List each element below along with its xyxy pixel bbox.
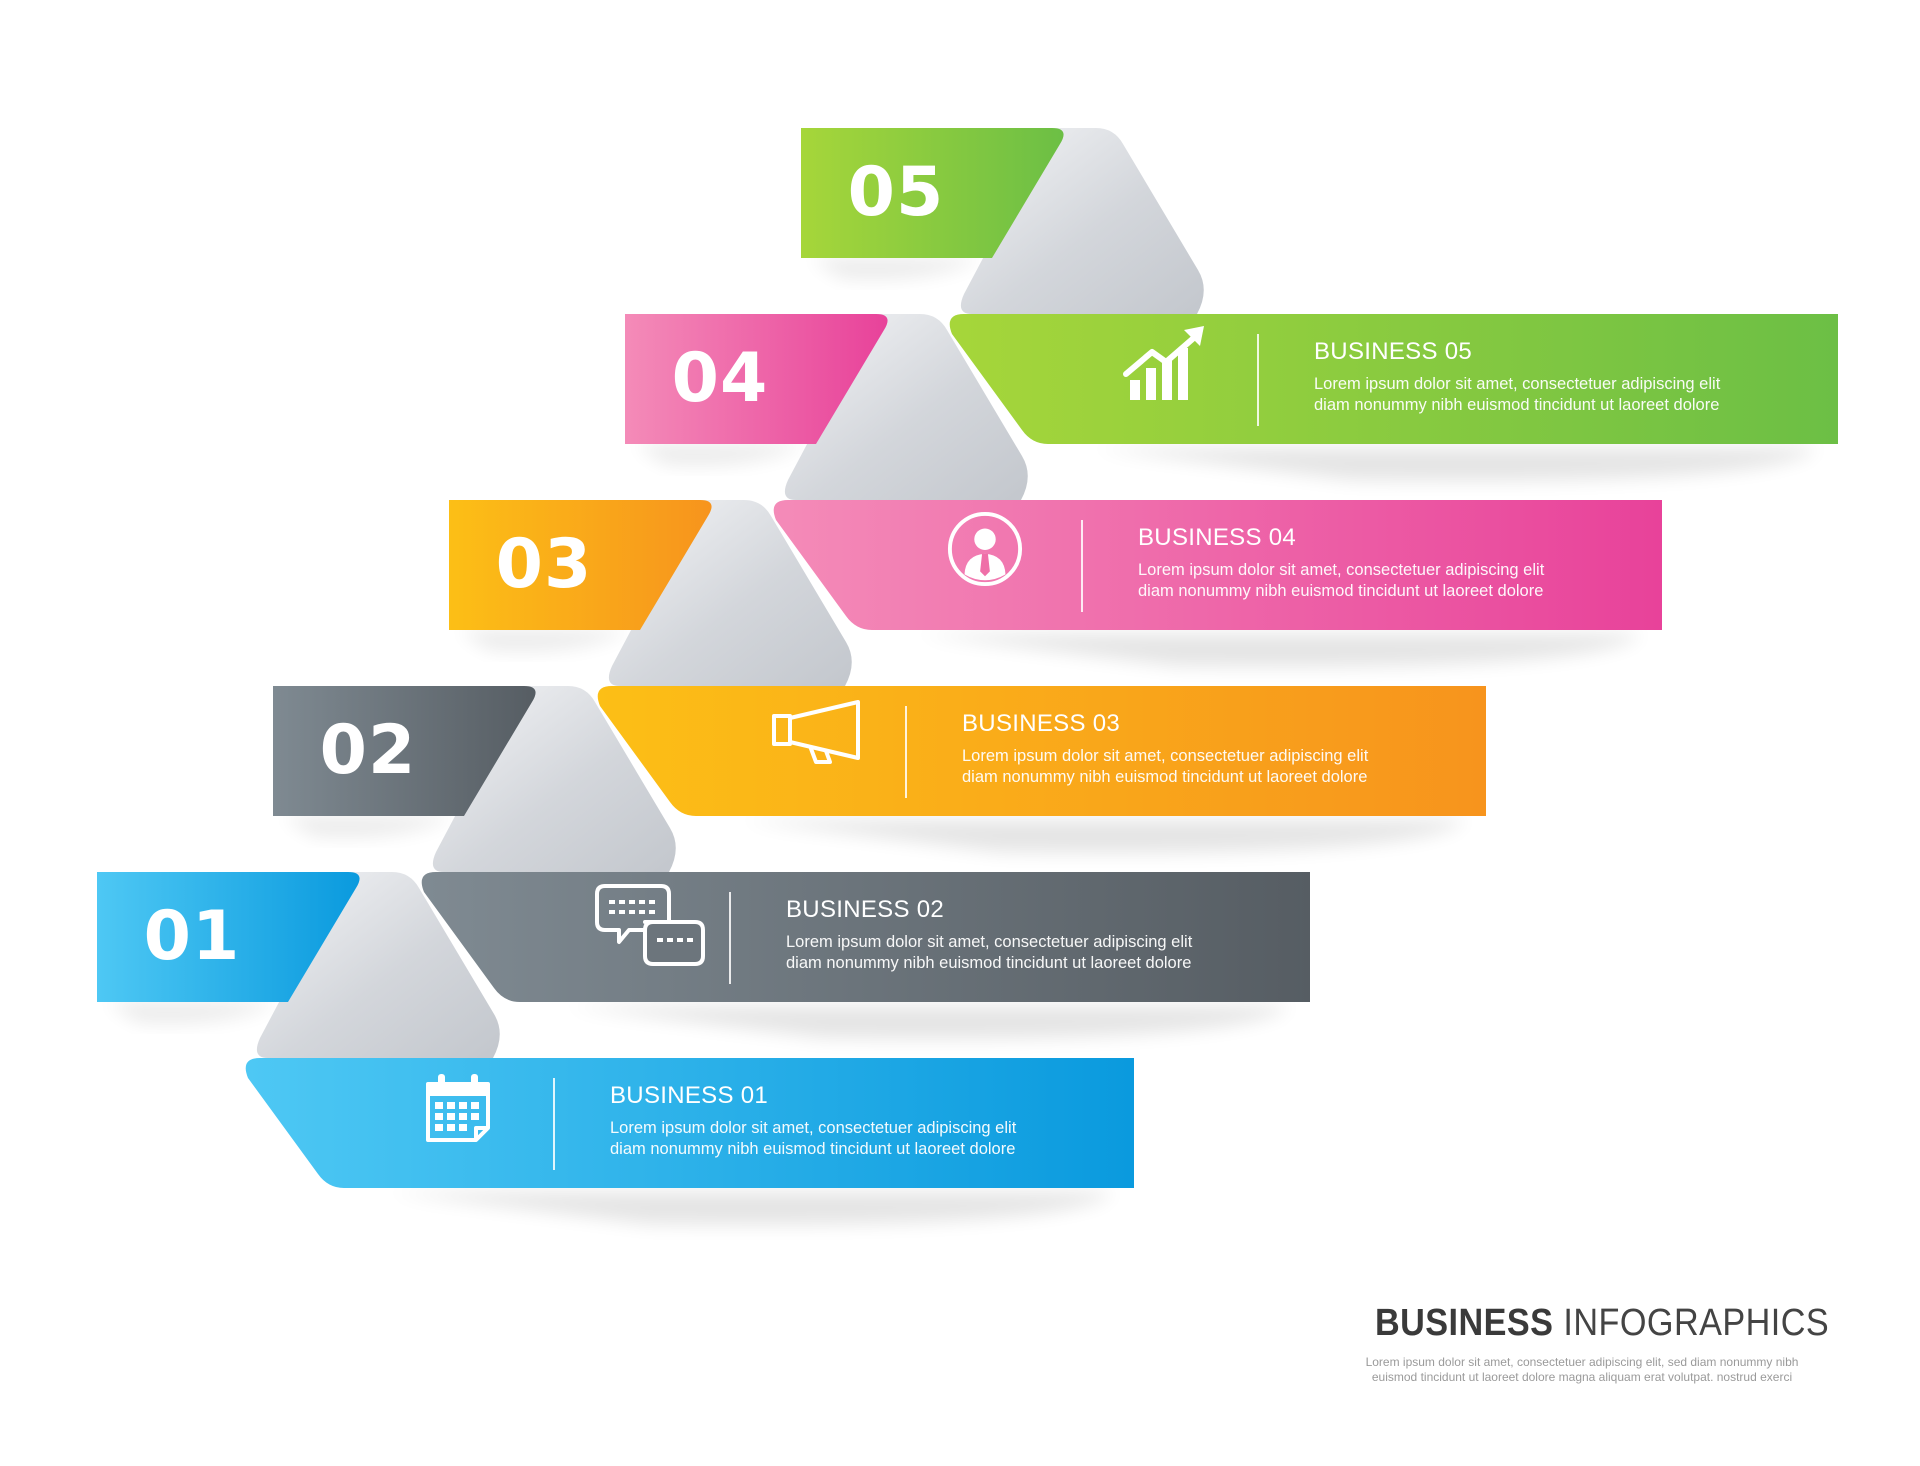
brand-block: BUSINESS INFOGRAPHICS Lorem ipsum dolor … xyxy=(1352,1302,1829,1385)
step-04-number: 04 xyxy=(671,339,769,418)
step-02-number: 02 xyxy=(319,711,417,790)
step-02-title: BUSINESS 02 xyxy=(786,896,945,923)
step-02-text: BUSINESS 02 Lorem ipsum dolor sit amet, c… xyxy=(786,896,1192,974)
step-04-tab-shadow xyxy=(635,444,806,466)
step-02-banner-shadow xyxy=(564,1006,1290,1039)
step-02-desc-line-1: Lorem ipsum dolor sit amet, consectetuer… xyxy=(786,933,1193,951)
growth-chart-icon xyxy=(1122,324,1242,434)
megaphone-icon xyxy=(770,696,890,806)
businessman-icon xyxy=(946,510,1066,620)
step-05-tab-shadow xyxy=(811,258,982,280)
step-01-tab-shadow xyxy=(107,1002,278,1024)
step-01-fold xyxy=(256,872,500,1058)
step-05-divider xyxy=(1257,334,1259,426)
step-01-tab xyxy=(97,872,360,1002)
step-03-tab-shadow xyxy=(459,630,630,652)
step-04-title: BUSINESS 04 xyxy=(1138,524,1297,551)
step-04-desc-line-2: diam nonummy nibh euismod tincidunt ut l… xyxy=(1138,582,1544,600)
step-02-fold xyxy=(432,686,676,872)
brand-title: BUSINESS INFOGRAPHICS xyxy=(1375,1302,1829,1345)
step-03-title: BUSINESS 03 xyxy=(962,710,1121,737)
brand-title-bold: BUSINESS xyxy=(1375,1302,1554,1344)
step-01-title: BUSINESS 01 xyxy=(610,1082,769,1109)
step-03-desc-line-2: diam nonummy nibh euismod tincidunt ut l… xyxy=(962,768,1368,786)
step-01-desc-line-2: diam nonummy nibh euismod tincidunt ut l… xyxy=(610,1140,1016,1158)
step-01-banner xyxy=(245,1058,1134,1188)
step-05-tab xyxy=(801,128,1064,258)
step-05-banner-shadow xyxy=(1092,448,1818,481)
step-04-desc-line-1: Lorem ipsum dolor sit amet, consectetuer… xyxy=(1138,561,1545,579)
brand-description: Lorem ipsum dolor sit amet, consectetuer… xyxy=(1352,1355,1812,1385)
brand-title-regular: INFOGRAPHICS xyxy=(1553,1302,1830,1344)
calendar-icon xyxy=(418,1068,538,1178)
step-02-tab-shadow xyxy=(283,816,454,838)
step-04-banner-shadow xyxy=(916,634,1642,667)
step-03-tab xyxy=(449,500,712,630)
step-05-banner xyxy=(949,314,1838,444)
step-01-divider xyxy=(553,1078,555,1170)
step-03-fold xyxy=(608,500,852,686)
step-04-text: BUSINESS 04 Lorem ipsum dolor sit amet, c… xyxy=(1138,524,1544,602)
step-05-title: BUSINESS 05 xyxy=(1314,338,1473,365)
step-05-fold xyxy=(960,128,1204,314)
step-02-banner xyxy=(421,872,1310,1002)
step-01-banner-shadow xyxy=(388,1192,1114,1225)
step-03-number: 03 xyxy=(495,525,593,604)
step-03-desc-line-1: Lorem ipsum dolor sit amet, consectetuer… xyxy=(962,747,1369,765)
step-01-desc-line-1: Lorem ipsum dolor sit amet, consectetuer… xyxy=(610,1119,1017,1137)
chat-bubbles-icon xyxy=(594,882,714,992)
step-01-number: 01 xyxy=(143,897,241,976)
step-05-desc-line-1: Lorem ipsum dolor sit amet, consectetuer… xyxy=(1314,375,1721,393)
step-03-divider xyxy=(905,706,907,798)
step-03-banner-shadow xyxy=(740,820,1466,853)
step-04-divider xyxy=(1081,520,1083,612)
step-05-desc-line-2: diam nonummy nibh euismod tincidunt ut l… xyxy=(1314,396,1720,414)
step-02-desc-line-2: diam nonummy nibh euismod tincidunt ut l… xyxy=(786,954,1192,972)
step-03-text: BUSINESS 03 Lorem ipsum dolor sit amet, c… xyxy=(962,710,1368,788)
step-02-tab xyxy=(273,686,536,816)
step-04-tab xyxy=(625,314,888,444)
step-01-text: BUSINESS 01 Lorem ipsum dolor sit amet, c… xyxy=(610,1082,1016,1160)
step-05-text: BUSINESS 05 Lorem ipsum dolor sit amet, c… xyxy=(1314,338,1720,416)
brand-description-line-1: Lorem ipsum dolor sit amet, consectetuer… xyxy=(1365,1355,1799,1369)
step-03-banner xyxy=(597,686,1486,816)
step-02-divider xyxy=(729,892,731,984)
step-04-fold xyxy=(784,314,1028,500)
step-04-banner xyxy=(773,500,1662,630)
brand-description-line-2: euismod tincidunt ut laoreet dolore magn… xyxy=(1371,1370,1793,1384)
step-05-number: 05 xyxy=(847,153,945,232)
